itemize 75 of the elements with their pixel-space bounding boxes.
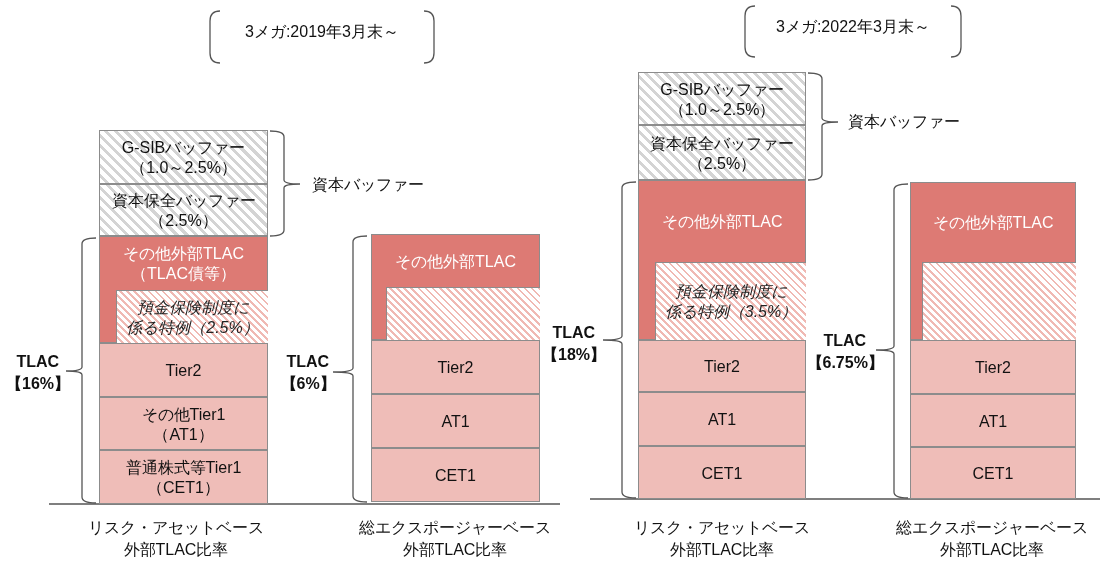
bar-segment (99, 397, 268, 450)
bar-segment (638, 446, 806, 499)
segment-label: 係る特例（3.5%） (664, 302, 798, 322)
buffer-segment (638, 72, 806, 125)
bar-segment (371, 448, 540, 502)
column-caption: 外部TLAC比率 (123, 540, 229, 560)
segment-label: Tier2 (975, 358, 1011, 378)
segment-label: 資本保全バッファー (650, 133, 794, 154)
bar-segment (99, 236, 268, 343)
segment-label: Tier2 (437, 358, 474, 378)
date-note: 3メガ:2022年3月末～ (776, 17, 930, 37)
segment-label: その他外部TLAC (661, 212, 783, 232)
segment-label: （TLAC債等） (131, 264, 236, 284)
segment-label: 普通株式等Tier1 (125, 458, 242, 478)
segment-label: CET1 (435, 466, 476, 486)
tlac-label: TLAC (16, 352, 60, 372)
bar-segment (99, 343, 268, 397)
segment-label: （2.5%） (687, 153, 757, 174)
buffer-segment (638, 125, 806, 180)
segment-label: （1.0～2.5%） (668, 99, 776, 120)
segment-label: AT1 (978, 411, 1008, 432)
segment-label: （AT1） (153, 424, 214, 445)
segment-label: その他外部TLAC (123, 244, 244, 264)
brace-label: 資本バッファー (848, 112, 960, 132)
segment-label: その他外部TLAC (395, 251, 516, 272)
column-caption: リスク・アセットベース (88, 518, 264, 538)
tlac-label: TLAC (552, 323, 596, 343)
bar-segment (910, 182, 1076, 340)
bar-segment (371, 340, 540, 394)
tlac-label: 【6.75%】 (806, 353, 884, 373)
tlac-label: 【6%】 (280, 374, 336, 394)
segment-label: CET1 (972, 464, 1014, 484)
bar-segment (371, 234, 540, 340)
bar-segment (638, 340, 806, 392)
segment-label: 資本保全バッファー (111, 191, 256, 211)
column-caption: 総エクスポージャーベース (359, 518, 551, 538)
column-caption: リスク・アセットベース (634, 518, 810, 538)
hatched-box (922, 262, 1076, 340)
bar-segment (99, 450, 268, 504)
bar-segment (638, 392, 806, 446)
bar-segment (638, 180, 806, 340)
date-note: 3メガ:2019年3月末～ (245, 22, 399, 42)
segment-label: その他Tier1 (141, 404, 226, 425)
segment-label: Tier2 (165, 361, 202, 381)
segment-label: AT1 (707, 410, 737, 430)
segment-label: CET1 (701, 463, 743, 484)
tlac-label: 【18%】 (542, 345, 607, 365)
segment-label: （1.0～2.5%） (130, 158, 237, 178)
hatched-box (386, 287, 540, 340)
segment-label: （CET1） (147, 478, 220, 498)
segment-label: 預金保険制度に (675, 282, 787, 302)
buffer-segment (99, 184, 268, 236)
tlac-label: TLAC (286, 352, 330, 372)
bar-segment (910, 394, 1076, 447)
segment-label: Tier2 (704, 357, 740, 377)
tlac-label: 【16%】 (6, 374, 71, 394)
bar-segment (371, 394, 540, 448)
segment-label: G-SIBバッファー (121, 138, 246, 158)
segment-label: G-SIBバッファー (660, 79, 784, 100)
bar-segment (910, 447, 1076, 499)
tlac-label: TLAC (823, 331, 867, 351)
hatched-segment (116, 290, 268, 343)
brace-label: 資本バッファー (312, 175, 424, 195)
column-caption: 外部TLAC比率 (669, 540, 775, 560)
segment-label: 預金保険制度に (136, 297, 249, 318)
segment-label: その他外部TLAC (932, 213, 1054, 233)
segment-label: （2.5%） (149, 211, 218, 231)
buffer-segment (99, 130, 268, 184)
column-caption: 総エクスポージャーベース (896, 518, 1088, 538)
bar-segment (910, 340, 1076, 394)
segment-label: 係る特例（2.5%） (126, 317, 259, 338)
column-caption: 外部TLAC比率 (402, 540, 508, 560)
segment-label: AT1 (441, 412, 470, 432)
column-caption: 外部TLAC比率 (939, 540, 1045, 560)
hatched-segment (655, 262, 806, 340)
